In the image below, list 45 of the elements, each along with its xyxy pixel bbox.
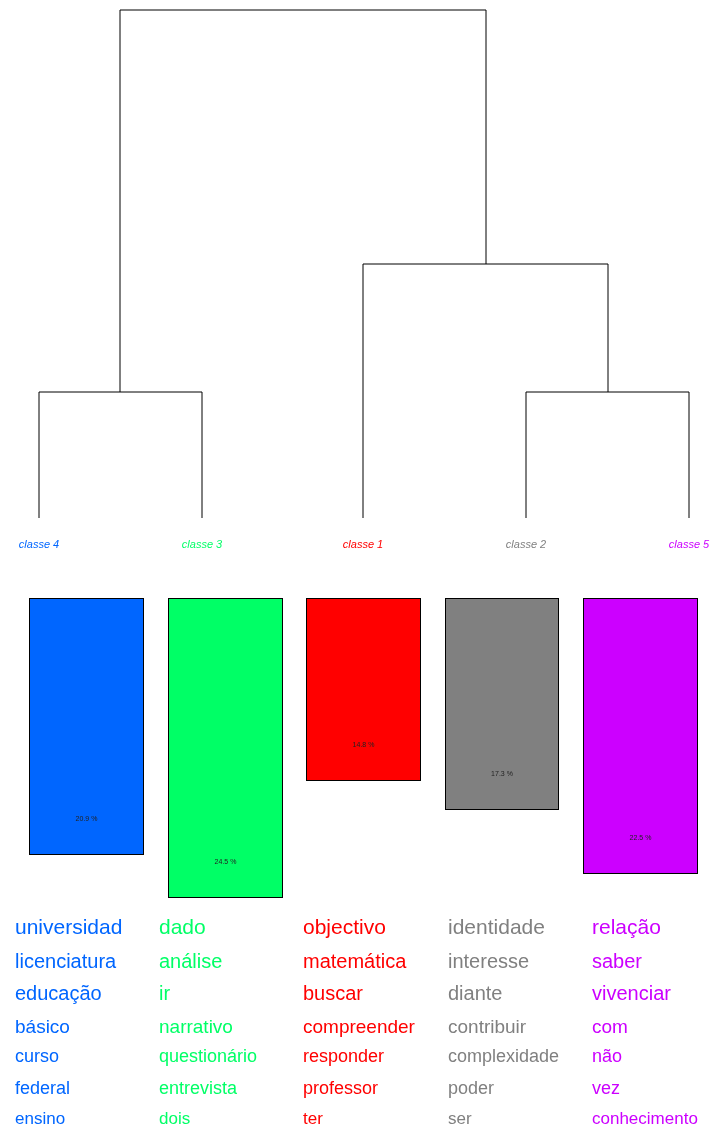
bar xyxy=(306,598,421,781)
bar xyxy=(168,598,283,898)
class-label: classe 2 xyxy=(505,539,547,550)
word-label: complexidade xyxy=(448,1047,560,1065)
word-label: narrativo xyxy=(159,1017,233,1036)
word-label: relação xyxy=(592,916,661,937)
word-label: dois xyxy=(159,1110,191,1127)
word-label: com xyxy=(592,1017,628,1036)
word-label: contribuir xyxy=(448,1017,527,1036)
word-label: não xyxy=(592,1047,623,1065)
word-label: ser xyxy=(448,1110,472,1127)
word-label: identidade xyxy=(448,916,545,937)
word-label: ter xyxy=(303,1110,323,1127)
word-label: interesse xyxy=(448,951,530,971)
word-label: entrevista xyxy=(159,1079,238,1097)
word-label: universidad xyxy=(15,916,123,937)
word-label: dado xyxy=(159,916,206,937)
class-label: classe 1 xyxy=(342,539,384,550)
word-label: vez xyxy=(592,1079,620,1097)
word-label: federal xyxy=(15,1079,71,1097)
bar xyxy=(29,598,144,855)
word-label: compreender xyxy=(303,1017,415,1036)
word-label: poder xyxy=(448,1079,495,1097)
class-label: classe 3 xyxy=(181,539,223,550)
word-label: responder xyxy=(303,1047,385,1065)
word-label: curso xyxy=(15,1047,59,1065)
bar xyxy=(583,598,698,874)
word-label: educação xyxy=(15,983,102,1003)
word-label: diante xyxy=(448,983,503,1003)
word-label: objectivo xyxy=(303,916,386,937)
word-label: saber xyxy=(592,951,643,971)
word-label: análise xyxy=(159,951,223,971)
word-label: matemática xyxy=(303,951,407,971)
word-label: buscar xyxy=(303,983,364,1003)
word-label: questionário xyxy=(159,1047,258,1065)
word-label: licenciatura xyxy=(15,951,117,971)
word-label: ir xyxy=(159,983,171,1003)
word-label: professor xyxy=(303,1079,379,1097)
word-label: vivenciar xyxy=(592,983,671,1003)
class-label: classe 4 xyxy=(18,539,60,550)
class-label: classe 5 xyxy=(668,539,710,550)
bar xyxy=(445,598,559,810)
word-label: ensino xyxy=(15,1110,66,1127)
word-label: básico xyxy=(15,1017,70,1036)
word-label: conhecimento xyxy=(592,1110,698,1127)
